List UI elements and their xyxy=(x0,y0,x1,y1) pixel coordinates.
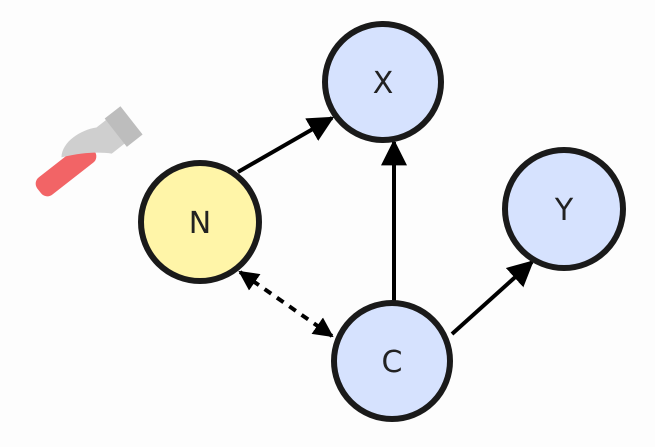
node-y-label: Y xyxy=(554,193,574,228)
node-x: X xyxy=(322,21,444,143)
node-n: N xyxy=(138,160,262,284)
node-c-label: C xyxy=(382,345,403,380)
edge-n-c-dashed xyxy=(238,270,334,338)
node-x-label: X xyxy=(373,66,394,101)
edge-c-to-y xyxy=(450,260,534,336)
edge-n-to-x xyxy=(237,116,335,174)
node-c: C xyxy=(331,300,453,422)
hammer-icon xyxy=(35,106,143,197)
node-y: Y xyxy=(502,147,626,271)
node-n-label: N xyxy=(189,206,211,241)
